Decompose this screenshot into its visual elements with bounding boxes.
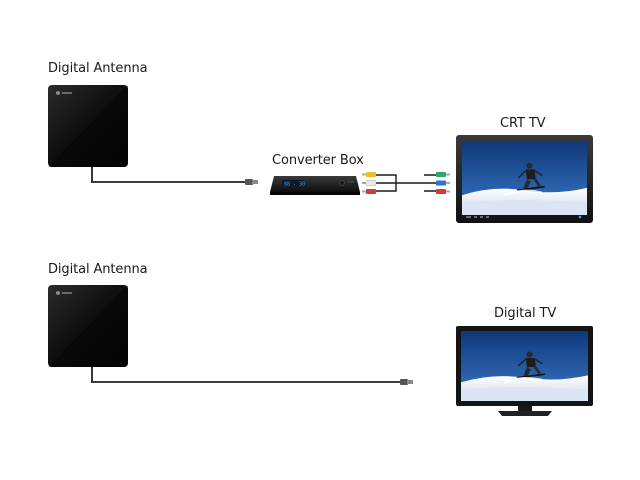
antenna-icon xyxy=(48,285,128,367)
coax-connector-icon xyxy=(400,379,413,385)
converter-box-label: Converter Box xyxy=(272,153,364,168)
digital-tv-icon xyxy=(456,326,593,416)
coax-cable-top xyxy=(91,165,252,183)
coax-cable-bottom xyxy=(91,366,402,383)
converter-box-icon: 88 - 30 xyxy=(270,176,360,195)
digital-tv-label: Digital TV xyxy=(494,306,557,321)
crt-tv-label: CRT TV xyxy=(500,116,546,131)
converter-display-text: 88 - 30 xyxy=(284,182,305,188)
crt-tv-icon xyxy=(456,135,593,223)
top-antenna-label: Digital Antenna xyxy=(48,61,148,76)
coax-connector-icon xyxy=(245,179,258,185)
bottom-antenna-label: Digital Antenna xyxy=(48,262,148,277)
rca-cable-icon xyxy=(362,172,450,194)
antenna-icon xyxy=(48,85,128,167)
